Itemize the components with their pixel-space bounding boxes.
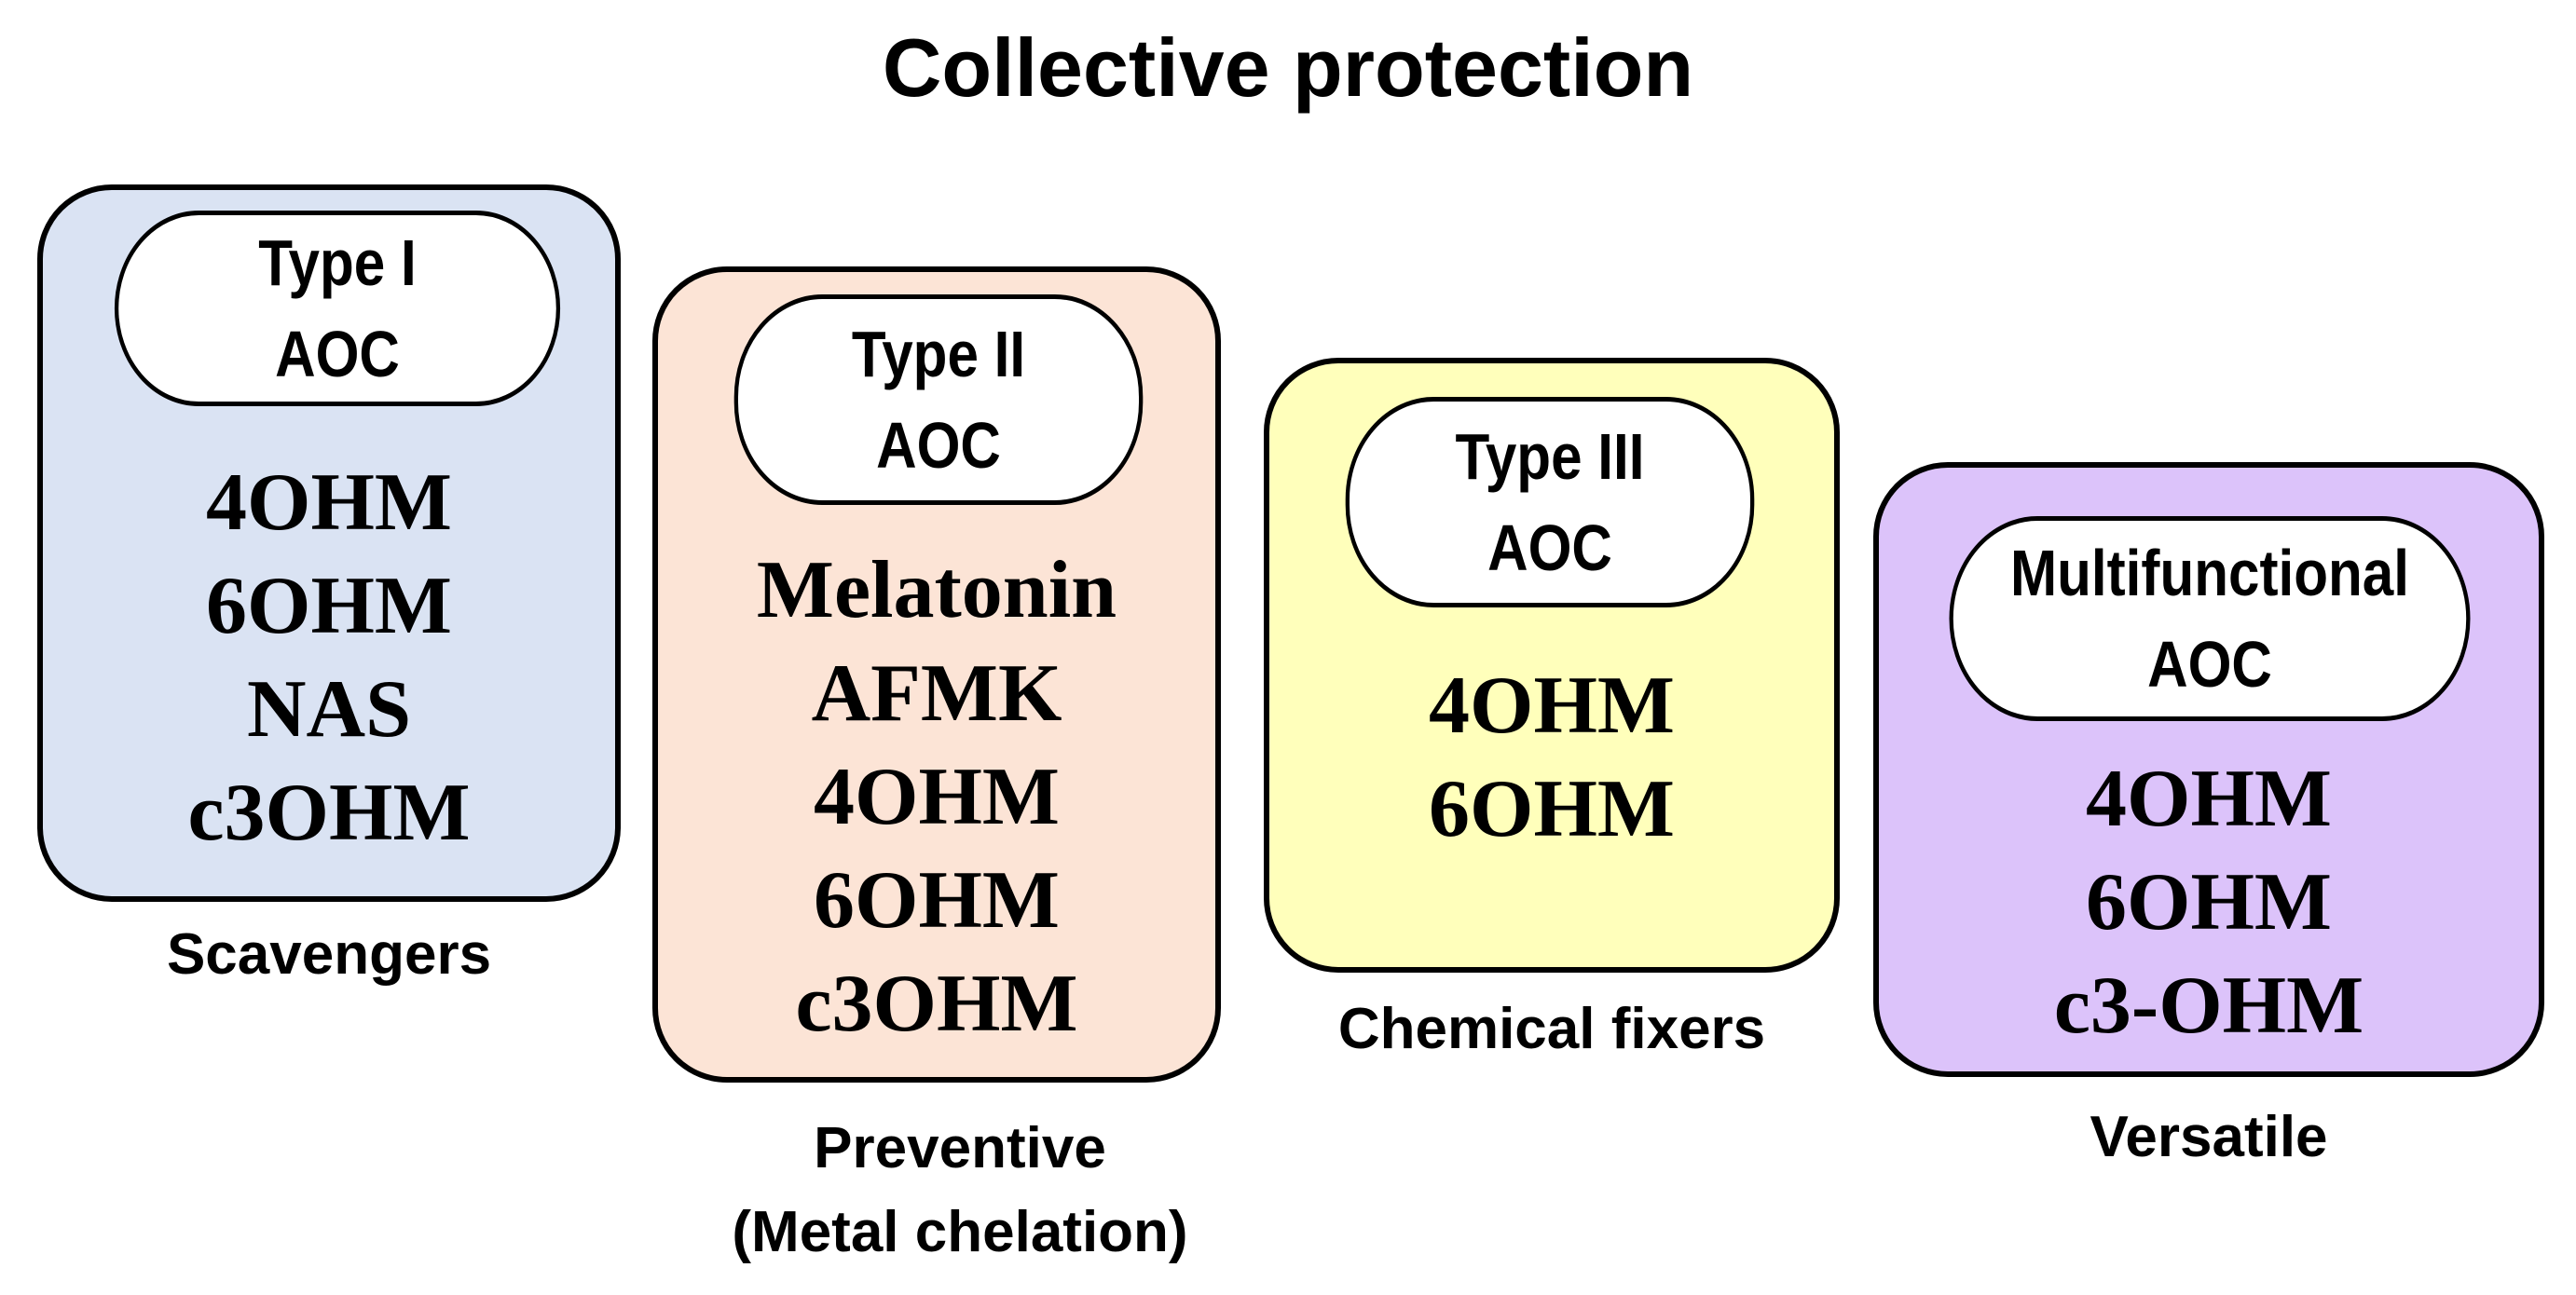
compound-item: 4OHM (2086, 754, 2332, 844)
compound-item: c3OHM (795, 959, 1078, 1049)
type-2-caption: Preventive (Metal chelation) (652, 1107, 1267, 1275)
compound-item: c3-OHM (2053, 961, 2364, 1051)
type-1-label-line1: Type I (258, 226, 417, 299)
multifunctional-label-line2: AOC (2147, 628, 2272, 701)
type-3-caption: Chemical fixers (1264, 988, 1840, 1071)
type-2-label-line1: Type II (851, 318, 1026, 390)
compound-item: 4OHM (1429, 661, 1675, 751)
type-3-compound-list: 4OHM 6OHM (1269, 654, 1834, 861)
type-1-caption: Scavengers (37, 913, 621, 997)
type-1-caption-line1: Scavengers (166, 922, 492, 987)
compound-item: 4OHM (814, 752, 1060, 842)
compound-item: 6OHM (206, 561, 452, 651)
type-2-card: Type II AOC Melatonin AFMK 4OHM 6OHM c3O… (652, 266, 1221, 1083)
type-2-caption-line2: (Metal chelation) (732, 1200, 1188, 1264)
type-3-label-line2: AOC (1487, 511, 1612, 584)
compound-item: Melatonin (756, 545, 1117, 635)
compound-item: 6OHM (1429, 764, 1675, 854)
multifunctional-label-line1: Multifunctional (2009, 537, 2410, 609)
multifunctional-card: Multifunctional AOC 4OHM 6OHM c3-OHM (1873, 462, 2544, 1077)
compound-item: 6OHM (2086, 857, 2332, 947)
type-2-label-line2: AOC (876, 409, 1001, 482)
type-3-label-line1: Type III (1455, 420, 1645, 493)
type-1-label-pill: Type I AOC (114, 211, 561, 406)
compound-item: 6OHM (814, 855, 1060, 946)
multifunctional-label-pill: Multifunctional AOC (1949, 516, 2471, 721)
type-3-label-pill: Type III AOC (1345, 397, 1755, 607)
type-1-label-line2: AOC (275, 318, 400, 390)
type-2-label-pill: Type II AOC (733, 294, 1144, 505)
type-1-card: Type I AOC 4OHM 6OHM NAS c3OHM (37, 184, 621, 902)
type-1-compound-list: 4OHM 6OHM NAS c3OHM (43, 451, 615, 865)
compound-item: AFMK (811, 648, 1062, 739)
type-3-caption-line1: Chemical fixers (1337, 997, 1766, 1061)
diagram-title: Collective protection (882, 21, 1694, 114)
multifunctional-caption: Versatile (1873, 1096, 2544, 1179)
type-2-caption-line1: Preventive (814, 1116, 1106, 1180)
multifunctional-compound-list: 4OHM 6OHM c3-OHM (1879, 747, 2539, 1057)
type-3-card: Type III AOC 4OHM 6OHM (1264, 358, 1840, 973)
type-2-compound-list: Melatonin AFMK 4OHM 6OHM c3OHM (658, 538, 1215, 1056)
multifunctional-caption-line1: Versatile (2090, 1105, 2328, 1169)
compound-item: NAS (246, 664, 412, 755)
compound-item: c3OHM (187, 768, 471, 858)
compound-item: 4OHM (206, 457, 452, 548)
